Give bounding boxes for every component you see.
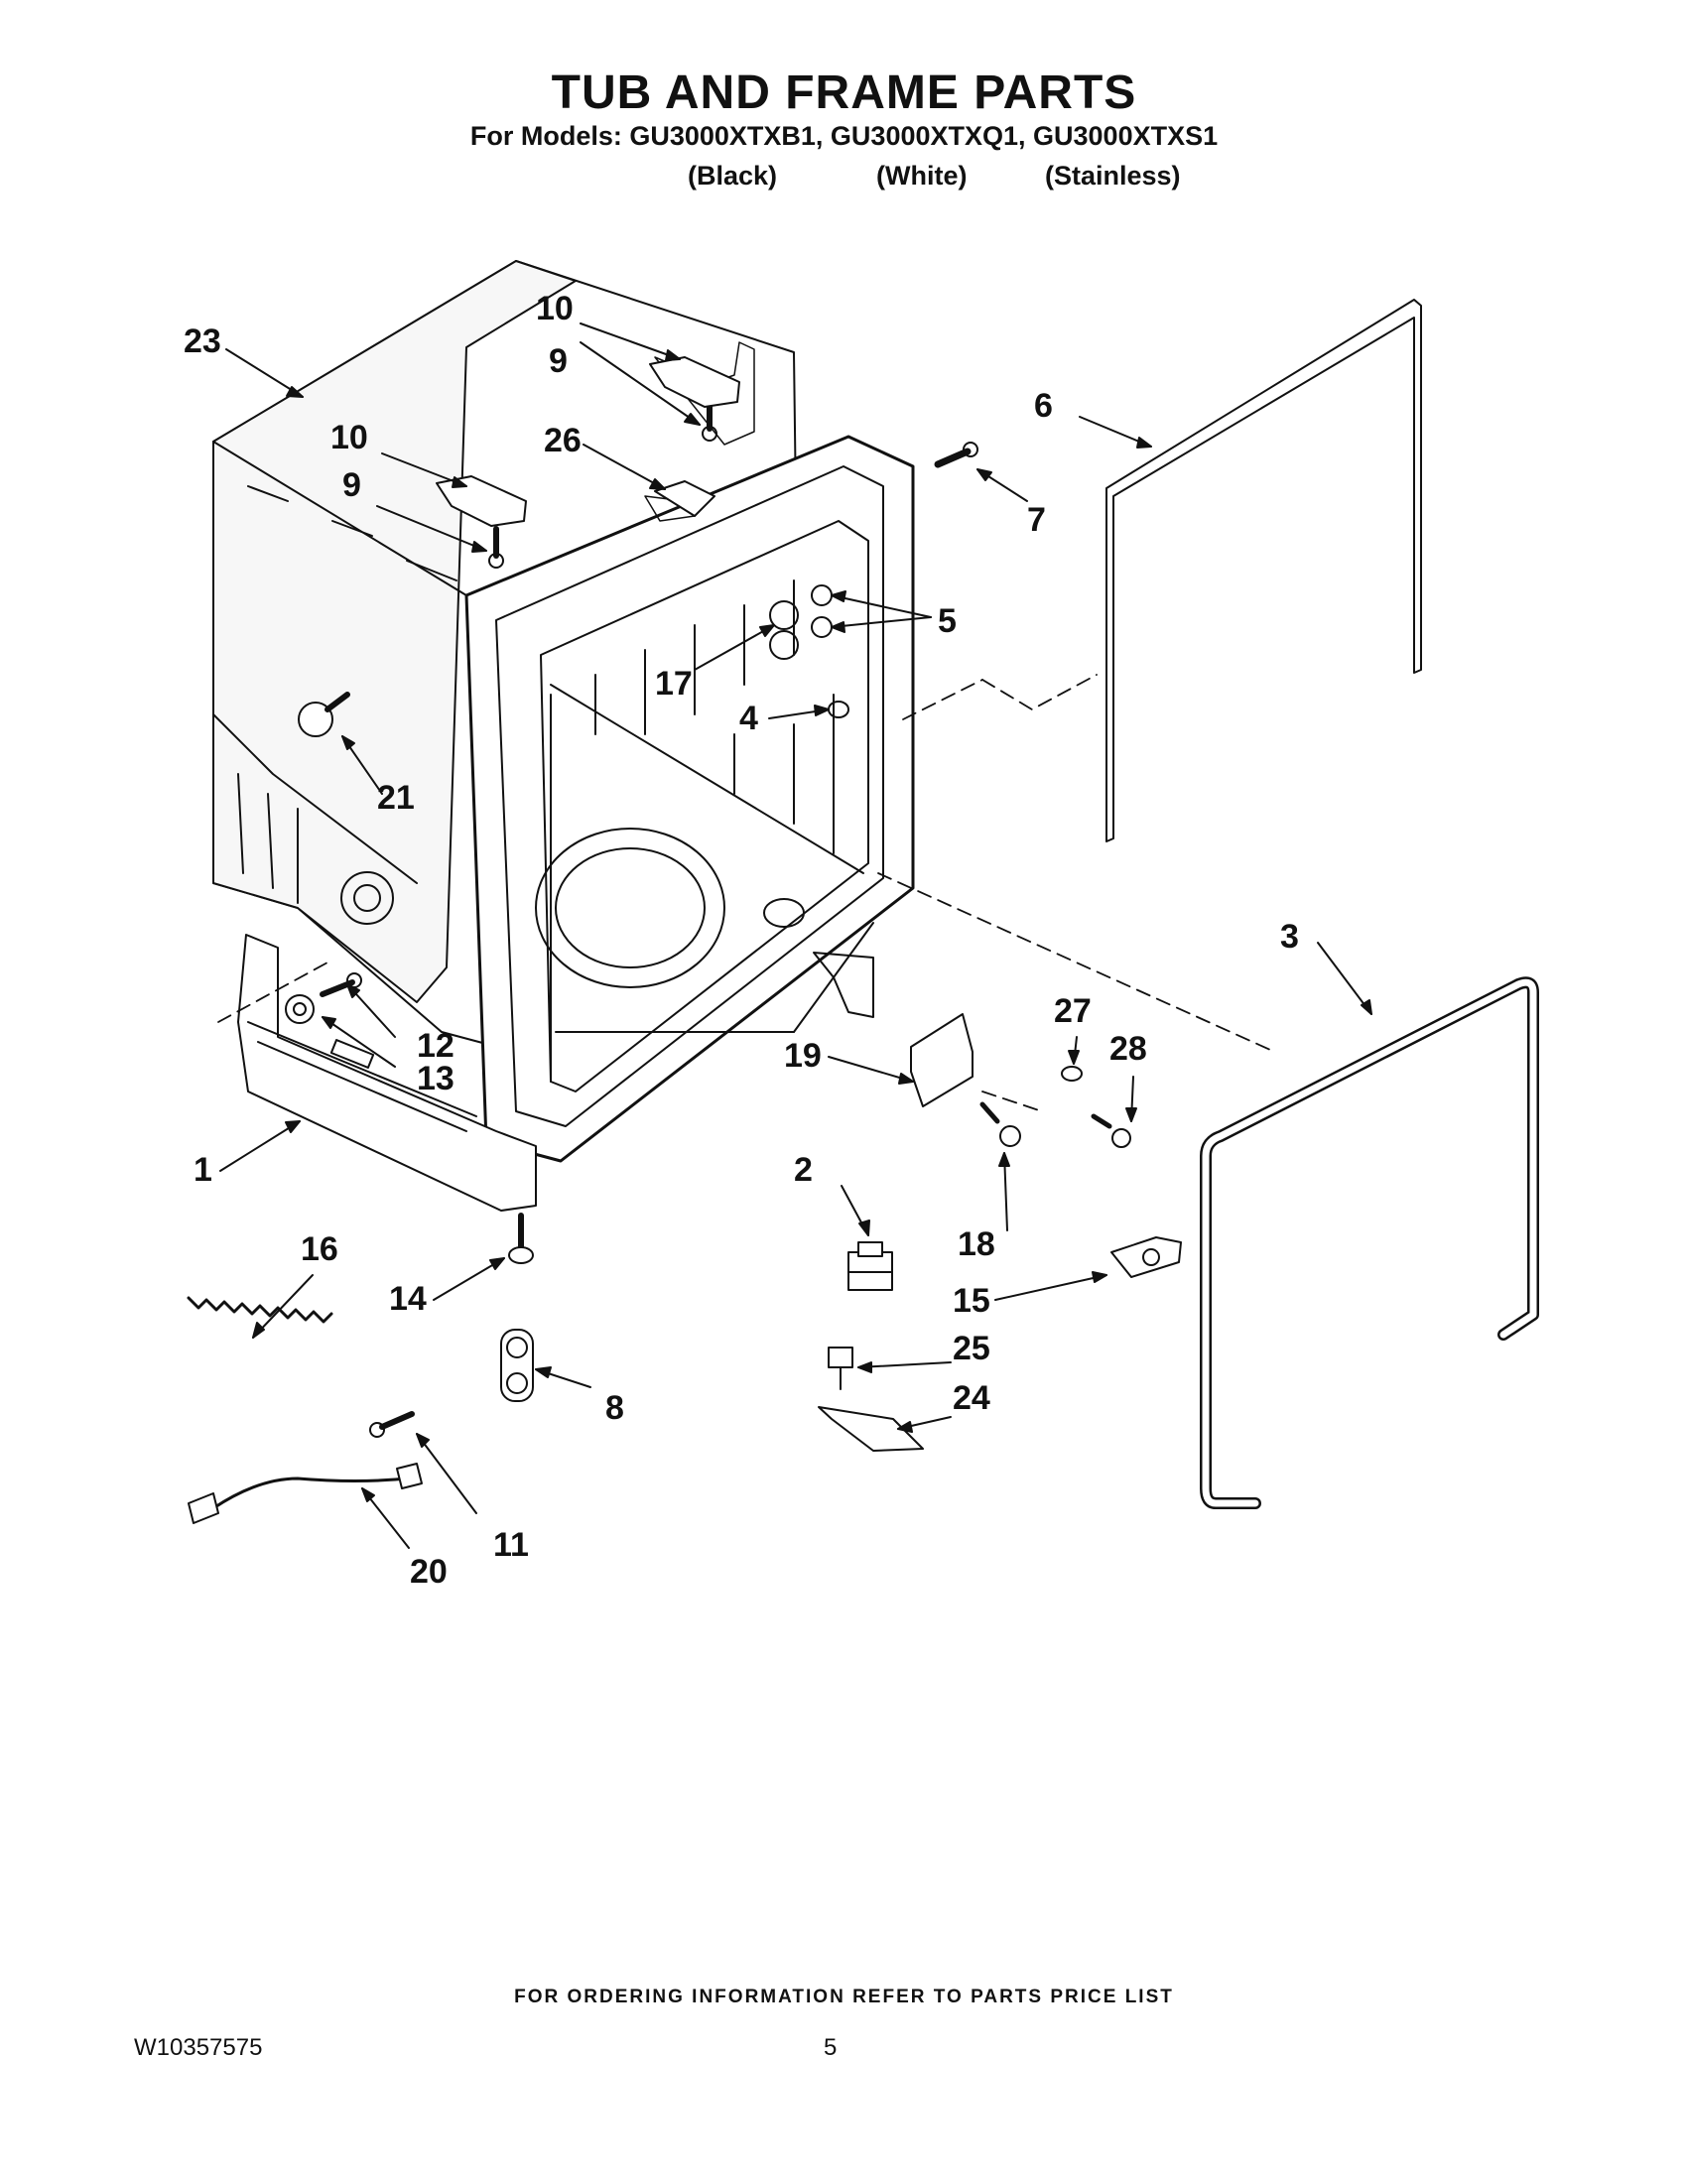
variant-black: (Black) <box>688 161 778 191</box>
bracket-24 <box>818 1406 924 1452</box>
bracket-10a <box>436 475 527 527</box>
callout-23: 23 <box>184 322 221 360</box>
callout-9a: 9 <box>342 466 361 504</box>
screw-18 <box>979 1101 1021 1147</box>
callout-1: 1 <box>194 1151 212 1189</box>
callout-6: 6 <box>1034 387 1053 425</box>
callout-27: 27 <box>1054 992 1092 1030</box>
screw-9a <box>488 526 504 569</box>
callout-17: 17 <box>655 665 693 703</box>
grommet-17b <box>769 630 799 660</box>
callout-25: 25 <box>953 1330 990 1367</box>
document-number: W10357575 <box>134 2034 263 2061</box>
bracket-10b <box>649 356 740 408</box>
callout-12: 12 <box>417 1027 454 1065</box>
page-number: 5 <box>824 2034 838 2061</box>
seal-strip <box>1105 299 1422 842</box>
screw-7 <box>934 442 978 468</box>
base-frame <box>237 934 874 1212</box>
callout-26: 26 <box>544 422 582 459</box>
clip-part <box>847 1241 893 1291</box>
callout-7: 7 <box>1027 501 1046 539</box>
callout-28: 28 <box>1109 1030 1147 1068</box>
page-title: TUB AND FRAME PARTS <box>551 66 1137 119</box>
callout-2: 2 <box>794 1151 813 1189</box>
callout-11: 11 <box>493 1526 529 1564</box>
callout-24: 24 <box>953 1379 990 1417</box>
ground-wire-20 <box>188 1463 423 1524</box>
washer-27 <box>1061 1066 1083 1082</box>
callout-18: 18 <box>958 1225 995 1263</box>
callout-4: 4 <box>739 700 758 737</box>
callout-19: 19 <box>784 1037 822 1075</box>
callout-9b: 9 <box>549 342 568 380</box>
ordering-note: FOR ORDERING INFORMATION REFER TO PARTS … <box>514 1987 1174 2007</box>
leveling-leg-14 <box>508 1213 534 1264</box>
callout-10b: 10 <box>536 290 574 327</box>
callout-13: 13 <box>417 1060 454 1097</box>
tub-assembly <box>212 260 915 1163</box>
latch-part <box>1110 1236 1182 1278</box>
mounting-bracket <box>910 1013 974 1107</box>
grommet-17a <box>769 600 799 630</box>
callout-21: 21 <box>377 779 415 817</box>
callout-16: 16 <box>301 1230 338 1268</box>
grommet-13 <box>285 994 315 1024</box>
plug-21 <box>298 692 350 737</box>
callout-5: 5 <box>938 602 957 640</box>
callout-14: 14 <box>389 1280 427 1318</box>
variant-white: (White) <box>876 161 968 191</box>
variant-stainless: (Stainless) <box>1045 161 1181 191</box>
foot-pads-8 <box>500 1329 534 1402</box>
callout-8: 8 <box>605 1389 624 1427</box>
callout-3: 3 <box>1280 918 1299 956</box>
spring-16 <box>187 1296 333 1324</box>
screw-28 <box>1091 1113 1131 1148</box>
callout-10a: 10 <box>330 419 368 456</box>
clip-26 <box>654 480 715 517</box>
models-line: For Models: GU3000XTXB1, GU3000XTXQ1, GU… <box>469 121 1219 151</box>
callout-20: 20 <box>410 1553 448 1591</box>
callout-15: 15 <box>953 1282 990 1320</box>
screw-11 <box>369 1411 415 1438</box>
sensor-25 <box>828 1347 853 1390</box>
